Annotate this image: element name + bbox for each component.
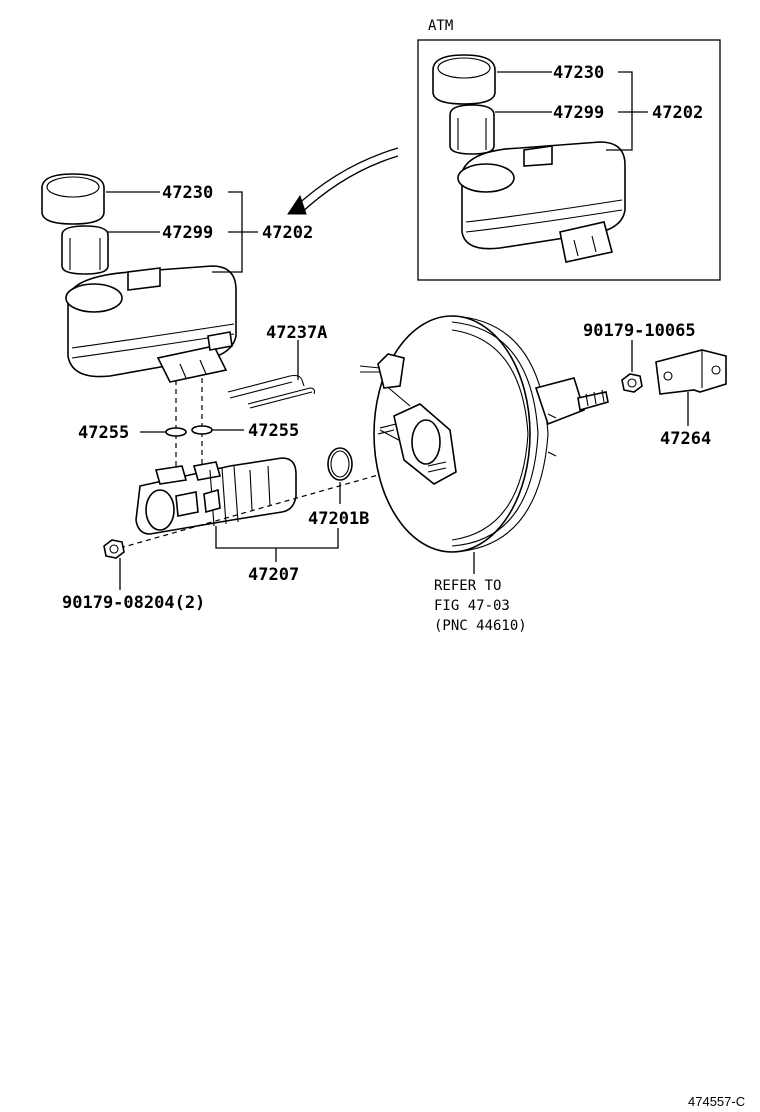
oring-part: [327, 447, 353, 481]
figure-code: 474557-C: [688, 1094, 745, 1109]
inset-bracket-leader: [606, 71, 633, 151]
main-reservoir-part: [65, 265, 237, 383]
cylinder-label: 47207: [248, 565, 299, 585]
atm-inset: ATM 47230 47299 47202: [417, 18, 721, 281]
inset-strainer-label: 47299: [553, 103, 604, 123]
inset-frame: [417, 39, 721, 281]
main-cap-label: 47230: [162, 183, 213, 203]
grommets: [165, 378, 213, 468]
inset-reservoir-part: [457, 141, 626, 263]
inset-cap-part: [432, 54, 496, 105]
bracket-part: [655, 349, 727, 395]
pin-part: [227, 374, 316, 409]
reference-line3: (PNC 44610): [434, 618, 527, 634]
grommet-right-label: 47255: [248, 421, 299, 441]
curved-arrow: [287, 147, 399, 215]
master-cylinder-part: [135, 457, 297, 535]
inset-strainer-part: [449, 104, 495, 155]
main-strainer-label: 47299: [162, 223, 213, 243]
nut-right-label: 90179-10065: [583, 321, 696, 341]
reference-line2: FIG 47-03: [434, 598, 510, 614]
inset-title: ATM: [428, 18, 453, 34]
brake-booster-part: [359, 315, 609, 553]
nut-left-label: 90179-08204(2): [62, 593, 205, 613]
main-strainer-part: [61, 225, 109, 275]
nut-left-part: [103, 539, 125, 559]
oring-label: 47201B: [308, 509, 369, 529]
pin-label: 47237A: [266, 323, 327, 343]
bracket-label: 47264: [660, 429, 711, 449]
main-cap-part: [41, 173, 105, 225]
inset-cap-label: 47230: [553, 63, 604, 83]
reference-line1: REFER TO: [434, 578, 501, 594]
grommet-left-label: 47255: [78, 423, 129, 443]
cylinder-bracket-leader: [215, 526, 339, 549]
main-reservoir-label: 47202: [262, 223, 313, 243]
inset-reservoir-label: 47202: [652, 103, 703, 123]
nut-right-part: [621, 373, 643, 393]
